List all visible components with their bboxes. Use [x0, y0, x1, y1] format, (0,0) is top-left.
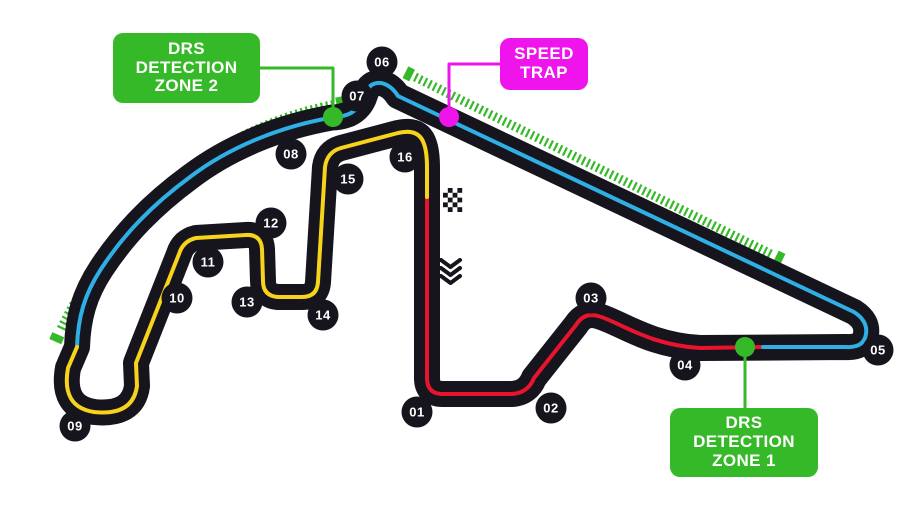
drs-detection-zone-1-label: DRS DETECTION ZONE 1 [670, 408, 818, 477]
corner-badge-16: 16 [389, 141, 421, 173]
corner-badge-01: 01 [401, 396, 433, 428]
corner-badge-06: 06 [366, 46, 398, 78]
corner-badge-09: 09 [59, 410, 91, 442]
speed-trap-connector [447, 62, 502, 119]
corner-badge-03: 03 [575, 282, 607, 314]
corner-badge-05: 05 [862, 334, 894, 366]
corner-badge-07: 07 [341, 80, 373, 112]
corner-badge-02: 02 [535, 392, 567, 424]
corner-badge-08: 08 [275, 138, 307, 170]
drs-detection-1-dot [735, 337, 755, 357]
track-centerline-yellow-sector [64, 129, 429, 415]
track-centerline-red-sector [425, 195, 765, 396]
race-direction-chevrons-icon [439, 258, 462, 285]
checkered-flag-icon [443, 188, 463, 212]
corner-badge-14: 14 [307, 299, 339, 331]
corner-badge-11: 11 [192, 246, 224, 278]
corner-badge-15: 15 [332, 163, 364, 195]
drs-detection-zone-2-label: DRS DETECTION ZONE 2 [113, 33, 260, 103]
corner-badge-12: 12 [255, 207, 287, 239]
track-centerline-cyan-sector [75, 80, 869, 350]
drs-detection-2-dot [323, 107, 343, 127]
corner-badge-10: 10 [161, 282, 193, 314]
speed-trap-label: SPEED TRAP [500, 38, 588, 90]
corner-badge-13: 13 [231, 286, 263, 318]
drs-zone-2-connector [258, 66, 335, 119]
corner-badge-04: 04 [669, 349, 701, 381]
drs-zone-hatching-back-straight [402, 66, 786, 266]
speed-trap-dot [439, 107, 459, 127]
